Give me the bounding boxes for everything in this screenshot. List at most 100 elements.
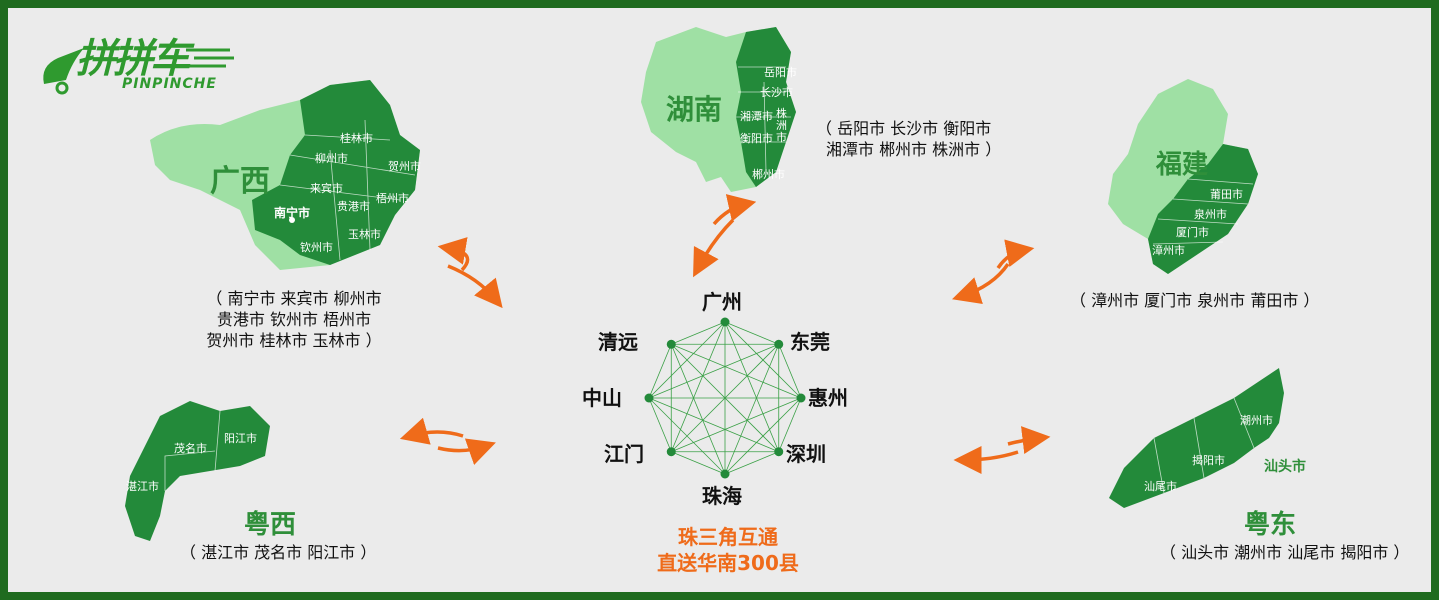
arrow-icon xyxy=(712,194,757,226)
hub-link xyxy=(670,321,726,452)
city-label: 汕头市 xyxy=(1264,459,1306,475)
hub-city: 珠海 xyxy=(702,484,742,508)
city-label: 贵港市 xyxy=(337,200,370,213)
arrow-icon xyxy=(952,262,1010,304)
hub-link xyxy=(670,343,780,453)
hub-city: 清远 xyxy=(598,330,638,354)
hub-link xyxy=(671,397,802,453)
hub-link xyxy=(724,344,780,475)
city-label: 茂名市 xyxy=(174,442,207,455)
arrow-icon xyxy=(437,438,496,465)
city-label: 泉州市 xyxy=(1194,208,1227,221)
hub-link xyxy=(671,343,802,399)
slogan-line: 直送华南300县 xyxy=(657,551,799,575)
city-label: 贺州市 xyxy=(388,160,421,173)
city-label: 揭阳市 xyxy=(1192,454,1225,467)
hub-node xyxy=(720,469,730,479)
city-label: 柳州市 xyxy=(315,152,348,165)
hub-link xyxy=(648,397,779,453)
city-label: 汕尾市 xyxy=(1144,480,1177,493)
hub-link xyxy=(671,321,726,345)
hunan-shape xyxy=(641,27,796,192)
yuexi-caption: （ 湛江市 茂名市 阳江市 ） xyxy=(180,542,376,563)
caption-line: 贺州市 桂林市 玉林市 ） xyxy=(206,331,382,350)
hub-node xyxy=(774,339,784,349)
slogan-line: 珠三角互通 xyxy=(678,525,778,549)
arrow-icon xyxy=(1007,426,1051,454)
arrow-icon xyxy=(996,239,1035,270)
guangxi-shape xyxy=(150,80,420,270)
brand-logo[interactable]: 拼拼车 PINPINCHE xyxy=(36,30,246,110)
hub-node xyxy=(720,317,730,327)
hub-node xyxy=(644,393,654,403)
hub-node xyxy=(796,393,806,403)
city-label: 衡阳市 xyxy=(740,132,773,145)
hunan-caption: （ 岳阳市 长沙市 衡阳市 湘潭市 郴州市 株洲市 ） xyxy=(816,118,1001,160)
fujian-map[interactable]: 福建 莆田市 泉州市 厦门市 漳州市 xyxy=(1098,74,1278,284)
arrow-icon xyxy=(953,445,1019,474)
city-label: 莆田市 xyxy=(1210,188,1243,201)
connection-arrows xyxy=(399,194,1051,474)
city-label: 桂林市 xyxy=(340,132,373,145)
hunan-map[interactable]: 湖南 岳阳市 长沙市 湘潭市 株洲市 衡阳市 郴州市 xyxy=(636,22,816,202)
region-title-guangxi: 广西 xyxy=(210,164,270,199)
arrow-icon xyxy=(437,237,470,272)
city-label: 岳阳市 xyxy=(764,66,797,79)
hub-link xyxy=(671,451,726,475)
city-label: 梧州市 xyxy=(376,192,409,205)
hub-link xyxy=(648,343,779,399)
hub-link xyxy=(648,344,672,399)
hub-city: 中山 xyxy=(582,386,622,410)
hub-link xyxy=(670,344,726,475)
city-label: 长沙市 xyxy=(760,86,793,99)
city-label: 湛江市 xyxy=(126,480,159,493)
yuedong-map[interactable]: 潮州市 揭阳市 汕头市 汕尾市 xyxy=(1104,368,1324,518)
yuedong-caption: （ 汕头市 潮州市 汕尾市 揭阳市 ） xyxy=(1160,542,1409,563)
region-title-yuexi: 粤西 xyxy=(244,510,297,540)
region-title-yuedong: 粤东 xyxy=(1244,510,1297,540)
hub-city: 江门 xyxy=(604,442,644,466)
caption-line: （ 岳阳市 长沙市 衡阳市 xyxy=(816,119,992,138)
arrow-icon xyxy=(693,218,735,278)
city-label: 潮州市 xyxy=(1240,414,1273,427)
caption-line: 贵港市 钦州市 梧州市 xyxy=(216,310,372,329)
caption-line: （ 漳州市 厦门市 泉州市 莆田市 ） xyxy=(1070,291,1320,310)
city-label: 湘潭市 xyxy=(740,110,773,123)
brand-name-cn: 拼拼车 xyxy=(76,36,190,82)
hub-city: 深圳 xyxy=(786,442,826,466)
guangxi-map[interactable]: 广西 桂林市 柳州市 贺州市 来宾市 贵港市 梧州市 南宁市 玉林市 钦州市 xyxy=(140,80,440,280)
hub-node xyxy=(774,447,784,457)
city-label: 钦州市 xyxy=(300,241,333,254)
city-label: 来宾市 xyxy=(310,182,343,195)
city-label: 郴州市 xyxy=(752,168,785,181)
hub-link xyxy=(724,321,779,345)
hub-link xyxy=(778,397,802,452)
city-label: 阳江市 xyxy=(224,432,257,445)
speed-lines-icon xyxy=(186,48,234,68)
hub-link xyxy=(778,344,802,399)
yuexi-shape xyxy=(125,401,270,541)
city-label: 漳州市 xyxy=(1152,244,1185,257)
region-title-hunan: 湖南 xyxy=(666,93,723,126)
caption-line: （ 湛江市 茂名市 阳江市 ） xyxy=(180,543,377,562)
city-label: 株洲市 xyxy=(776,107,787,144)
city-label: 南宁市 xyxy=(274,206,311,220)
hub-city: 东莞 xyxy=(790,330,830,354)
hub-link xyxy=(724,321,780,452)
hub-link xyxy=(648,397,672,452)
hub-city: 广州 xyxy=(702,290,742,314)
yuexi-map[interactable]: 茂名市 阳江市 湛江市 xyxy=(120,396,280,546)
hub-node xyxy=(666,447,676,457)
arrow-icon xyxy=(447,264,503,309)
caption-line: （ 汕头市 潮州市 汕尾市 揭阳市 ） xyxy=(1160,543,1410,562)
hub-link xyxy=(724,451,779,475)
caption-line: 湘潭市 郴州市 株洲市 ） xyxy=(826,140,1002,159)
prd-hub: 广州 东莞 惠州 深圳 珠海 江门 中山 清远 xyxy=(578,280,868,520)
region-title-fujian: 福建 xyxy=(1156,150,1209,180)
hub-link xyxy=(648,397,726,475)
fujian-shape xyxy=(1108,79,1258,274)
hub-network xyxy=(644,317,806,479)
hub-node xyxy=(666,339,676,349)
yuedong-shape xyxy=(1109,368,1284,508)
brand-name-en: PINPINCHE xyxy=(122,76,217,92)
